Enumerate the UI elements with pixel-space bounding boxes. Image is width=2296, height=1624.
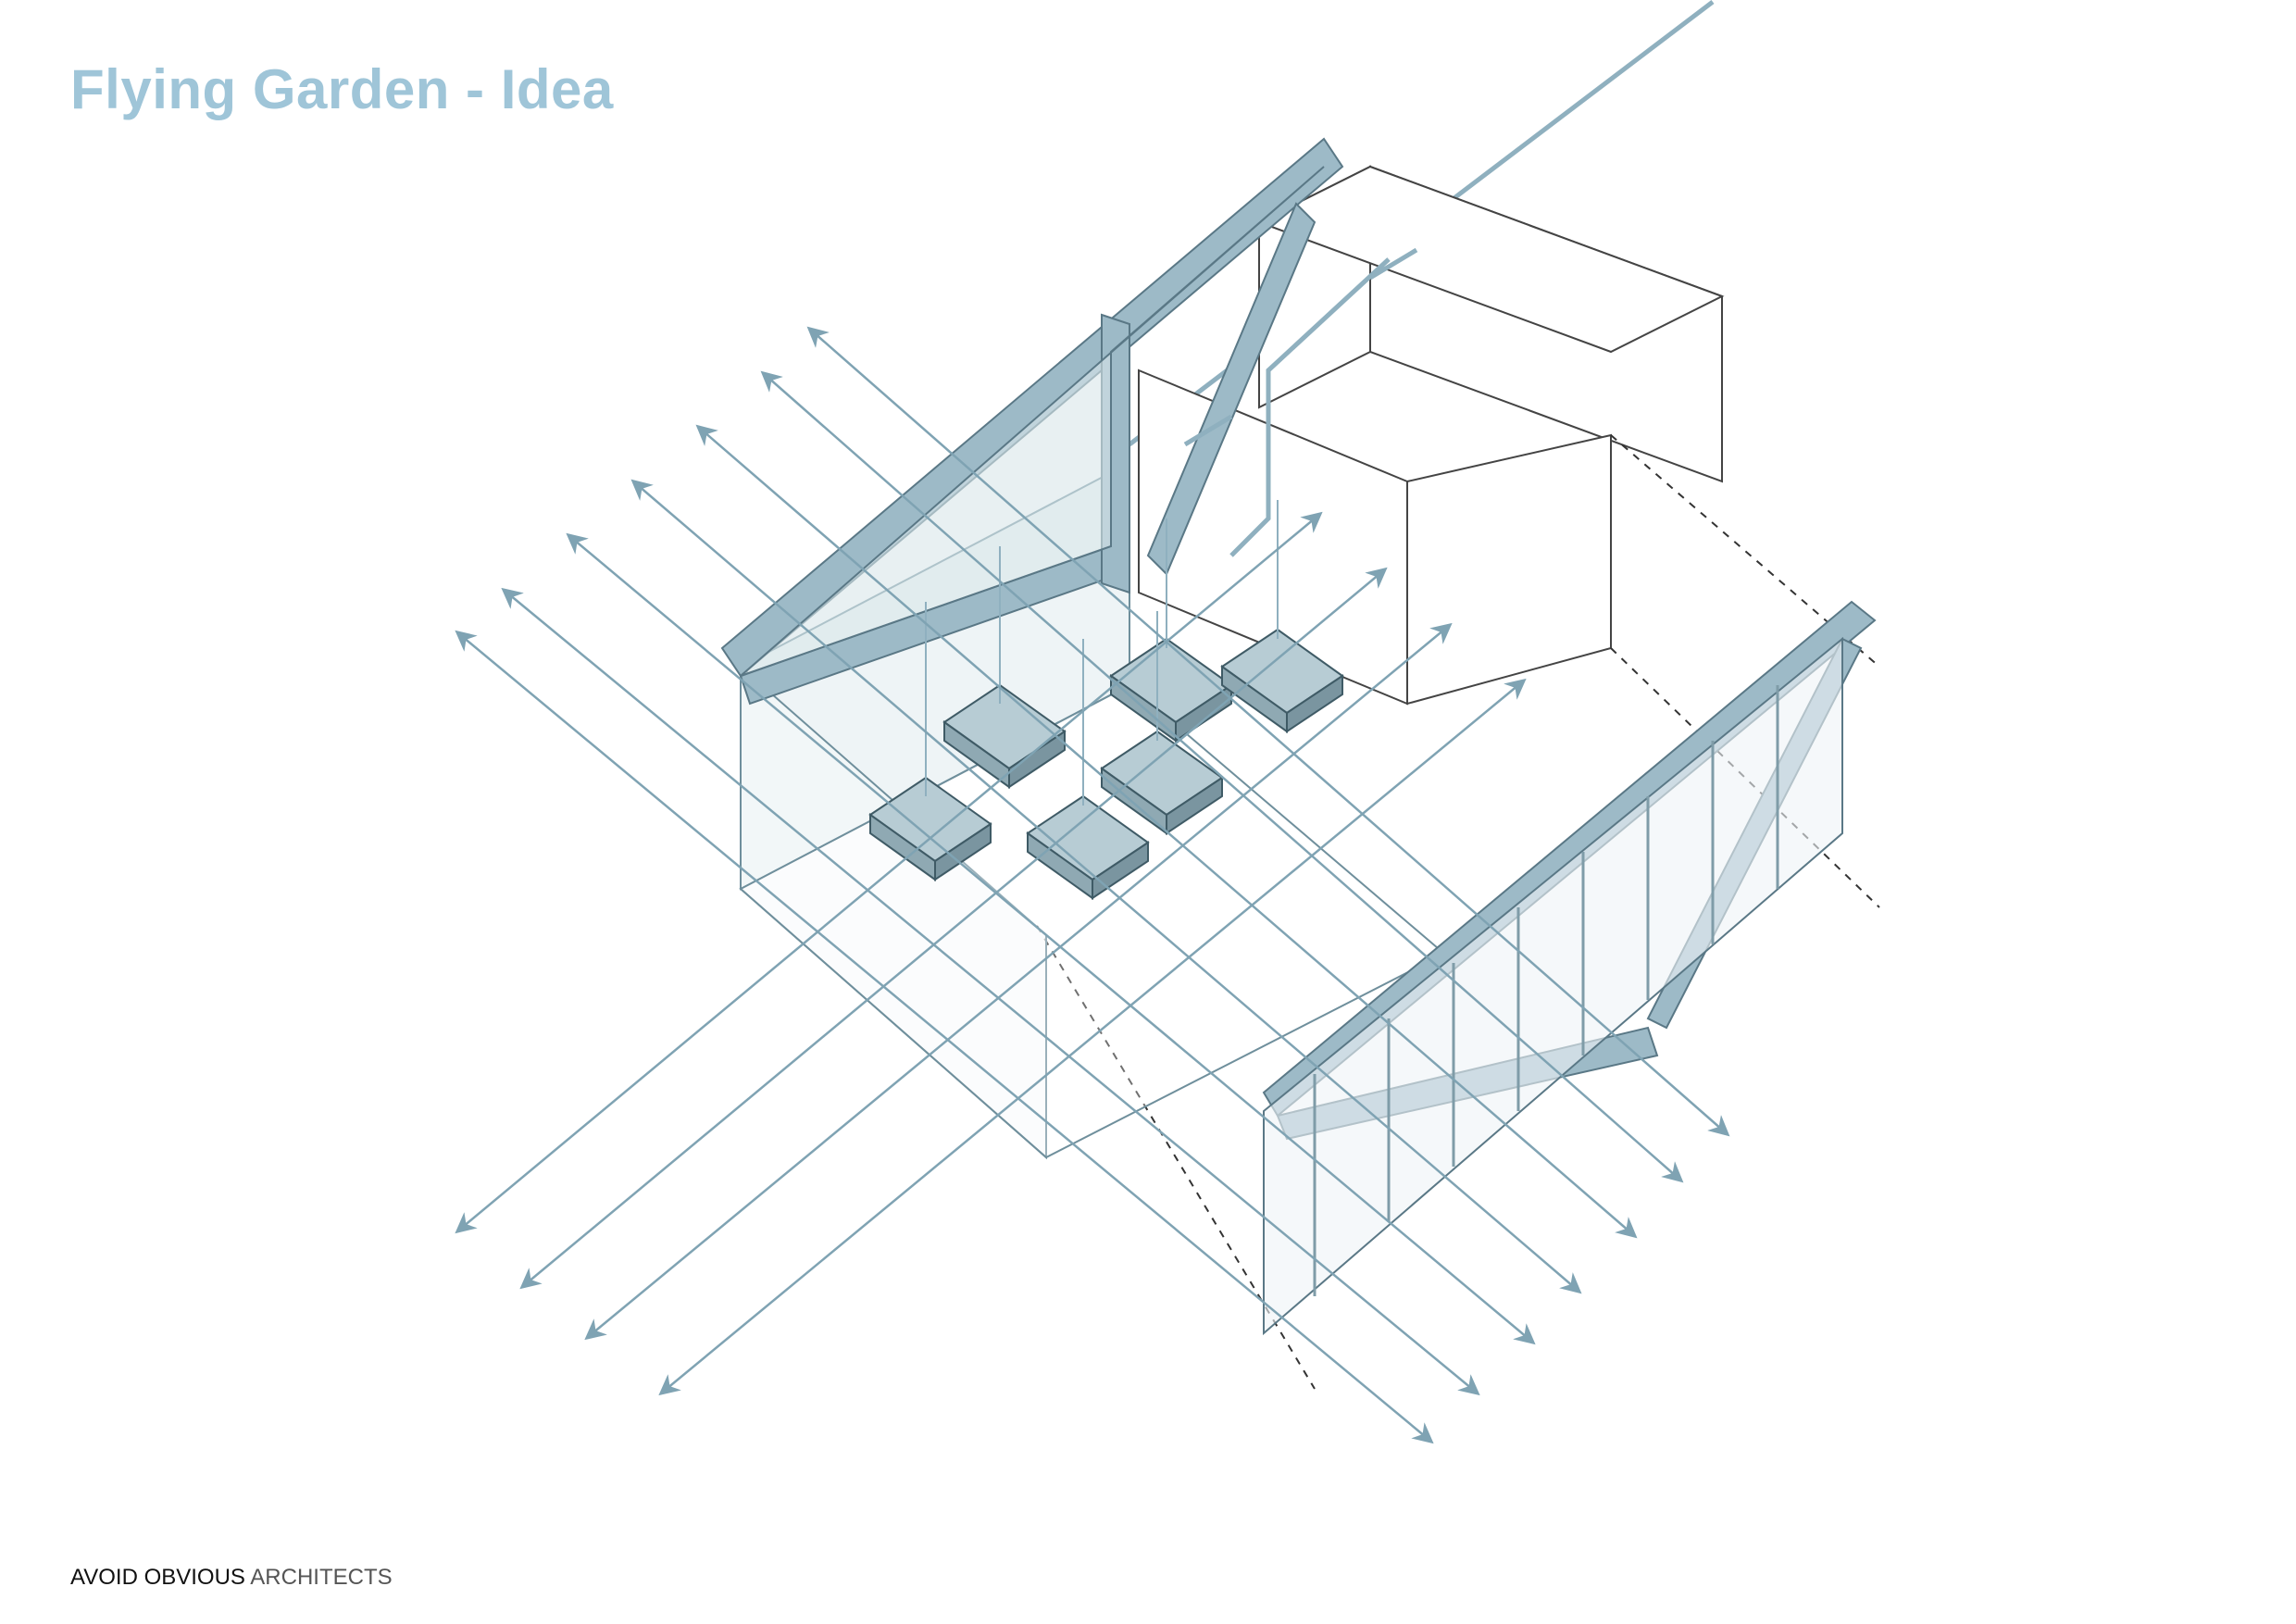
dimension-arrows — [455, 326, 1730, 1444]
footer-brand-light: ARCHITECTS — [244, 1565, 393, 1590]
footer-brand-bold: AVOID OBVIOUS — [70, 1565, 245, 1590]
page-title: Flying Garden - Idea — [70, 58, 614, 120]
footer-brand: AVOID OBVIOUS ARCHITECTS — [70, 1565, 393, 1591]
